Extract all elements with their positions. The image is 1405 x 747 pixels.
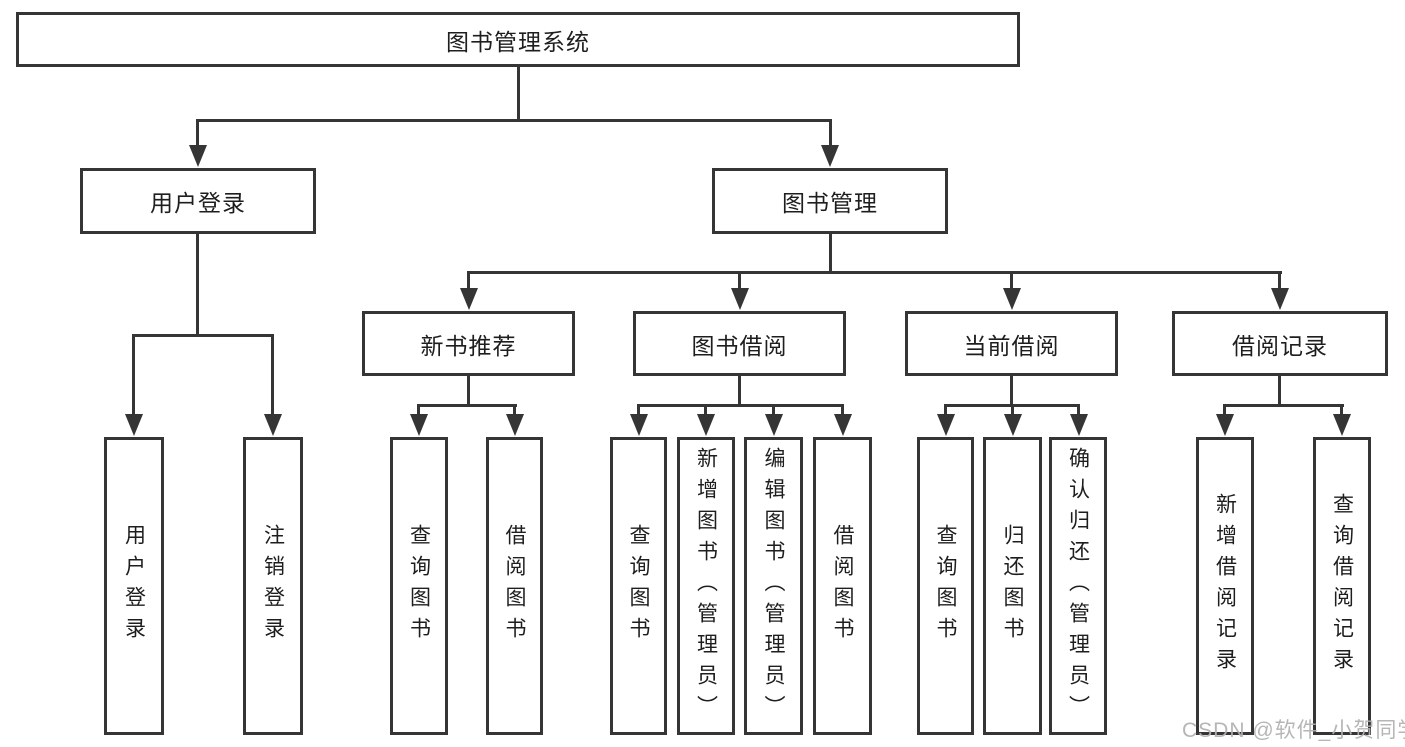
connector-arrowhead xyxy=(460,288,478,310)
node-current-borrowing: 当前借阅 xyxy=(905,311,1118,376)
node-label: 用户登录 xyxy=(150,190,246,216)
connector xyxy=(417,404,420,416)
leaf-borrowing-borrow-book: 借阅图书 xyxy=(813,437,872,735)
connector-arrowhead xyxy=(937,414,955,436)
connector xyxy=(738,271,741,291)
leaf-label: 新增借阅记录 xyxy=(1213,493,1237,679)
node-user-login: 用户登录 xyxy=(80,168,316,234)
connector-arrowhead xyxy=(1070,414,1088,436)
leaf-records-add-record: 新增借阅记录 xyxy=(1196,437,1254,735)
connector xyxy=(417,404,517,407)
connector xyxy=(637,404,640,416)
connector xyxy=(1223,404,1226,416)
connector-arrowhead xyxy=(731,288,749,310)
node-label: 借阅记录 xyxy=(1232,332,1328,359)
node-label: 图书管理 xyxy=(782,190,878,216)
leaf-records-query-record: 查询借阅记录 xyxy=(1313,437,1371,735)
connector-arrowhead xyxy=(506,414,524,436)
leaf-user-login: 用户登录 xyxy=(104,437,164,735)
leaf-label: 查询图书 xyxy=(627,524,650,648)
leaf-label: 用户登录 xyxy=(122,524,146,648)
connector-arrowhead xyxy=(264,414,282,436)
connector-arrowhead xyxy=(1003,288,1021,310)
connector xyxy=(467,376,470,406)
connector xyxy=(517,67,520,121)
node-book-management: 图书管理 xyxy=(712,168,948,234)
connector xyxy=(513,404,516,416)
connector xyxy=(132,334,135,414)
connector xyxy=(1011,404,1014,416)
connector xyxy=(196,234,199,336)
connector xyxy=(196,119,832,122)
connector-arrowhead xyxy=(1216,414,1234,436)
leaf-label: 新增图书（管理员） xyxy=(694,446,718,726)
connector xyxy=(1278,376,1281,406)
leaf-label: 查询借阅记录 xyxy=(1330,493,1354,679)
connector xyxy=(1278,271,1281,291)
leaf-label: 查询图书 xyxy=(407,524,431,648)
leaf-label: 借阅图书 xyxy=(503,524,526,648)
connector xyxy=(1340,404,1343,416)
leaf-current-return-book: 归还图书 xyxy=(983,437,1042,735)
leaf-borrowing-query-book: 查询图书 xyxy=(610,437,667,735)
leaf-current-confirm-return-admin: 确认归还（管理员） xyxy=(1049,437,1107,735)
connector xyxy=(1077,404,1080,416)
connector xyxy=(1010,376,1013,406)
connector-arrowhead xyxy=(1271,288,1289,310)
node-new-book-recommend: 新书推荐 xyxy=(362,311,575,376)
node-label: 图书借阅 xyxy=(691,332,788,359)
connector xyxy=(132,334,274,337)
connector-arrowhead xyxy=(410,414,428,436)
connector-arrowhead xyxy=(697,414,715,436)
connector-arrowhead xyxy=(125,414,143,436)
node-library-management-system: 图书管理系统 xyxy=(16,12,1020,67)
leaf-current-query-book: 查询图书 xyxy=(917,437,974,735)
connector-arrowhead xyxy=(821,145,839,167)
node-label: 当前借阅 xyxy=(963,332,1060,359)
leaf-borrowing-edit-book-admin: 编辑图书（管理员） xyxy=(744,437,803,735)
leaf-label: 确认归还（管理员） xyxy=(1066,446,1090,726)
leaf-label: 注销登录 xyxy=(261,524,285,648)
connector-arrowhead xyxy=(189,145,207,167)
leaf-label: 归还图书 xyxy=(1001,524,1024,648)
connector-arrowhead xyxy=(1333,414,1351,436)
connector xyxy=(829,234,832,274)
leaf-logout-login: 注销登录 xyxy=(243,437,303,735)
leaf-recommend-query-book: 查询图书 xyxy=(390,437,448,735)
leaf-label: 借阅图书 xyxy=(831,524,854,648)
connector xyxy=(829,119,832,147)
connector xyxy=(196,119,199,147)
node-book-borrowing: 图书借阅 xyxy=(633,311,846,376)
connector xyxy=(841,404,844,416)
connector xyxy=(271,334,274,414)
connector xyxy=(467,271,470,291)
node-label: 新书推荐 xyxy=(420,332,517,359)
leaf-label: 查询图书 xyxy=(934,524,957,648)
connector xyxy=(944,404,947,416)
watermark: CSDN @软件_小贺同学 xyxy=(1182,719,1405,742)
leaf-label: 编辑图书（管理员） xyxy=(762,446,785,726)
connector xyxy=(637,404,844,407)
connector xyxy=(738,376,741,406)
connector xyxy=(1223,404,1344,407)
node-label: 图书管理系统 xyxy=(446,28,590,55)
leaf-recommend-borrow-book: 借阅图书 xyxy=(486,437,543,735)
leaf-borrowing-add-book-admin: 新增图书（管理员） xyxy=(677,437,735,735)
connector xyxy=(704,404,707,416)
node-borrowing-records: 借阅记录 xyxy=(1172,311,1388,376)
connector xyxy=(1010,271,1013,291)
connector xyxy=(772,404,775,416)
connector-arrowhead xyxy=(765,414,783,436)
connector-arrowhead xyxy=(834,414,852,436)
connector xyxy=(467,271,1282,274)
connector-arrowhead xyxy=(630,414,648,436)
connector-arrowhead xyxy=(1004,414,1022,436)
